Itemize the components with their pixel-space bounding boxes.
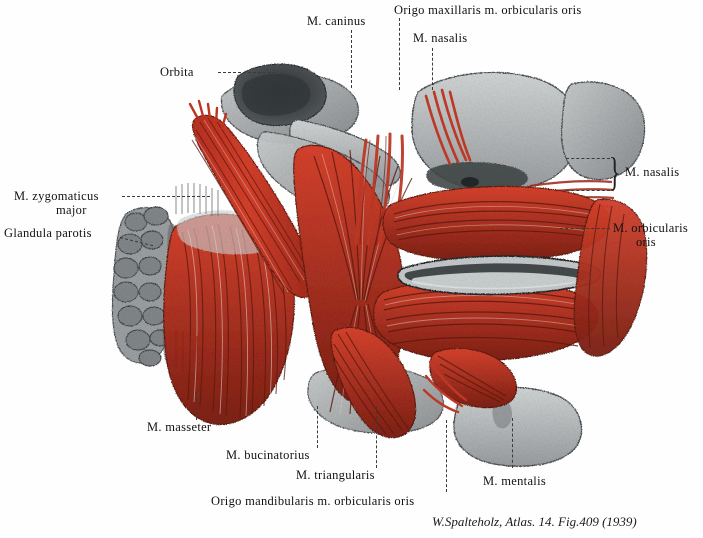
label-zygomaticus-major-line2: major — [56, 203, 87, 217]
leader-mentalis — [512, 418, 513, 468]
label-origo-mandibularis: Origo mandibularis m. orbicularis oris — [211, 494, 415, 508]
triangularis-muscle — [330, 327, 416, 439]
lower-origin-fiber-group — [175, 330, 198, 380]
caninus-muscle — [354, 132, 405, 248]
label-nasalis-right: M. nasalis — [625, 165, 680, 179]
leader-triangularis — [376, 406, 377, 468]
leader-orbita — [218, 72, 276, 73]
label-orbicularis-oris-right-line2: oris — [636, 235, 656, 249]
leader-zygomaticus — [122, 196, 210, 197]
leader-nasalis-top — [432, 48, 433, 90]
leader-origo-mandibularis — [446, 420, 447, 492]
label-nasalis-top: M. nasalis — [413, 31, 468, 45]
label-orbicularis-oris-right-line1: M. orbicularis — [613, 221, 689, 235]
leader-nasalis-right-lower — [566, 190, 610, 191]
label-mentalis: M. mentalis — [483, 474, 547, 488]
temporal-fiber-group — [175, 183, 219, 216]
leader-bucinatorius — [317, 406, 318, 448]
label-glandula-parotis: Glandula parotis — [4, 226, 92, 240]
mentalis-muscle — [422, 348, 517, 414]
label-zygomaticus-major-line1: M. zygomaticus — [14, 189, 99, 203]
leader-origo-maxillaris — [399, 18, 400, 90]
label-triangularis: M. triangularis — [296, 468, 375, 482]
right-cheek-muscle — [573, 198, 648, 357]
orbicularis-oris-muscle — [373, 185, 611, 362]
leader-caninus — [351, 30, 352, 88]
label-caninus: M. caninus — [307, 14, 366, 28]
leader-nasalis-right-upper — [566, 158, 610, 159]
label-orbita: Orbita — [160, 65, 194, 79]
nasalis-brace: } — [608, 149, 621, 194]
label-masseter: M. masseter — [147, 420, 212, 434]
leader-masseter — [196, 392, 197, 420]
label-origo-maxillaris: Origo maxillaris m. orbicularis oris — [394, 3, 582, 17]
plate-credit: W.Spalteholz, Atlas. 14. Fig.409 (1939) — [432, 514, 637, 529]
label-bucinatorius: M. bucinatorius — [226, 448, 310, 462]
leader-orbicularis-oris-right — [560, 228, 610, 229]
